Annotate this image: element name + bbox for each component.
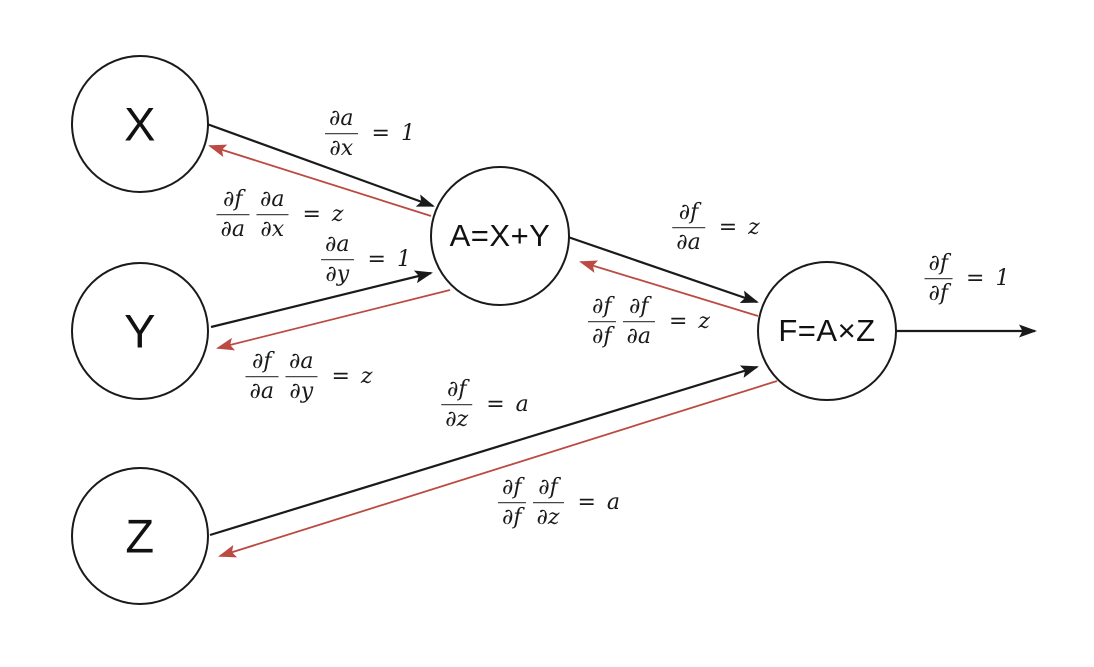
fraction-denominator: ∂x [260,217,285,243]
fraction-df-da: ∂f ∂a [216,187,249,243]
label-value: = 1 [367,247,413,273]
label-value: = z [669,309,713,335]
edge-y-to-a-forward [210,270,433,329]
edge-z-to-f-forward [209,365,759,537]
fraction-numerator: ∂f [587,294,616,323]
label-value: = z [302,202,346,228]
node-z-circle [71,467,209,605]
node-x-circle [71,55,209,193]
edge-label-da-dy: ∂a ∂y = 1 [321,232,413,288]
node-z-label: Z [125,509,155,563]
fraction-denominator: ∂a [220,217,245,243]
fraction-denominator: ∂y [325,262,350,288]
fraction-numerator: ∂a [325,106,358,135]
fraction-denominator: ∂f [591,324,612,350]
edge-label-df-da-da-dx: ∂f ∂a ∂a ∂x = z [216,187,345,243]
edge-a-to-x-backward [208,144,432,217]
fraction-denominator: ∂z [445,407,469,433]
fraction-df-df: ∂f ∂f [497,475,526,531]
fraction-denominator: ∂a [626,324,652,350]
fraction-df-da: ∂f ∂a [622,294,655,350]
fraction-numerator: ∂f [245,349,278,378]
fraction-df-da: ∂f ∂a [672,200,705,256]
label-value: = a [486,392,531,418]
fraction-da-dx: ∂a ∂x [325,106,358,162]
fraction-da-dy: ∂a ∂y [321,232,354,288]
edge-x-to-a-forward [206,122,435,208]
edge-f-to-a-backward [579,260,759,317]
label-value: = 1 [371,121,417,147]
fraction-denominator: ∂f [928,281,949,307]
label-value: = 1 [966,266,1012,292]
fraction-df-df: ∂f ∂f [924,251,953,307]
label-value: = z [331,364,375,390]
fraction-numerator: ∂f [924,251,953,280]
node-y-label: Y [124,304,156,358]
node-a-circle [430,166,570,306]
fraction-denominator: ∂a [676,230,701,256]
fraction-df-dz: ∂f ∂z [532,475,564,531]
label-value: = a [577,490,623,516]
edge-f-to-z-backward [218,380,778,558]
fraction-numerator: ∂f [672,200,705,229]
node-a-label: A=X+Y [449,218,551,253]
fraction-numerator: ∂a [255,187,289,216]
node-f-label: F=A×Z [778,313,876,348]
edge-label-df-dz: ∂f ∂z = a [441,377,531,433]
fraction-denominator: ∂a [249,379,274,405]
node-x-label: X [124,97,156,151]
fraction-df-da: ∂f ∂a [245,349,278,405]
fraction-df-df: ∂f ∂f [587,294,616,350]
fraction-numerator: ∂f [622,294,655,323]
node-f-circle [757,261,897,401]
edge-a-to-y-backward [216,289,451,351]
edge-label-df-da-da-dy: ∂f ∂a ∂a ∂y = z [245,349,374,405]
fraction-denominator: ∂f [501,505,522,531]
edge-label-da-dx: ∂a ∂x = 1 [325,106,417,162]
edge-label-df-da: ∂f ∂a = z [672,200,762,256]
label-value: = z [718,215,762,241]
fraction-numerator: ∂a [321,232,354,261]
fraction-numerator: ∂f [497,475,526,504]
fraction-denominator: ∂y [289,379,314,405]
fraction-da-dy: ∂a ∂y [284,349,318,405]
edge-a-to-f-forward [567,235,759,304]
node-y-circle [71,262,209,400]
fraction-numerator: ∂f [216,187,249,216]
edge-label-df-df-df-da: ∂f ∂f ∂f ∂a = z [587,294,713,350]
fraction-numerator: ∂f [441,377,473,406]
fraction-denominator: ∂x [329,136,354,162]
fraction-da-dx: ∂a ∂x [255,187,289,243]
edge-label-df-df-output: ∂f ∂f = 1 [924,251,1012,307]
fraction-numerator: ∂f [532,475,564,504]
edge-label-df-df-df-dz: ∂f ∂f ∂f ∂z = a [497,475,623,531]
fraction-denominator: ∂z [536,505,560,531]
fraction-df-dz: ∂f ∂z [441,377,473,433]
fraction-numerator: ∂a [284,349,318,378]
